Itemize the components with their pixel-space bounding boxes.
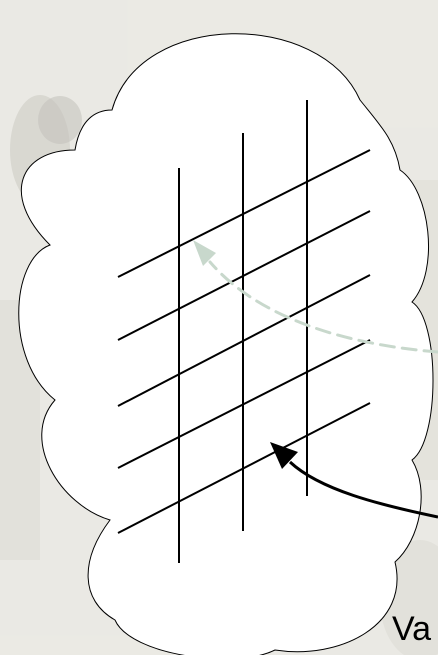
- caption-text: Va: [392, 612, 431, 646]
